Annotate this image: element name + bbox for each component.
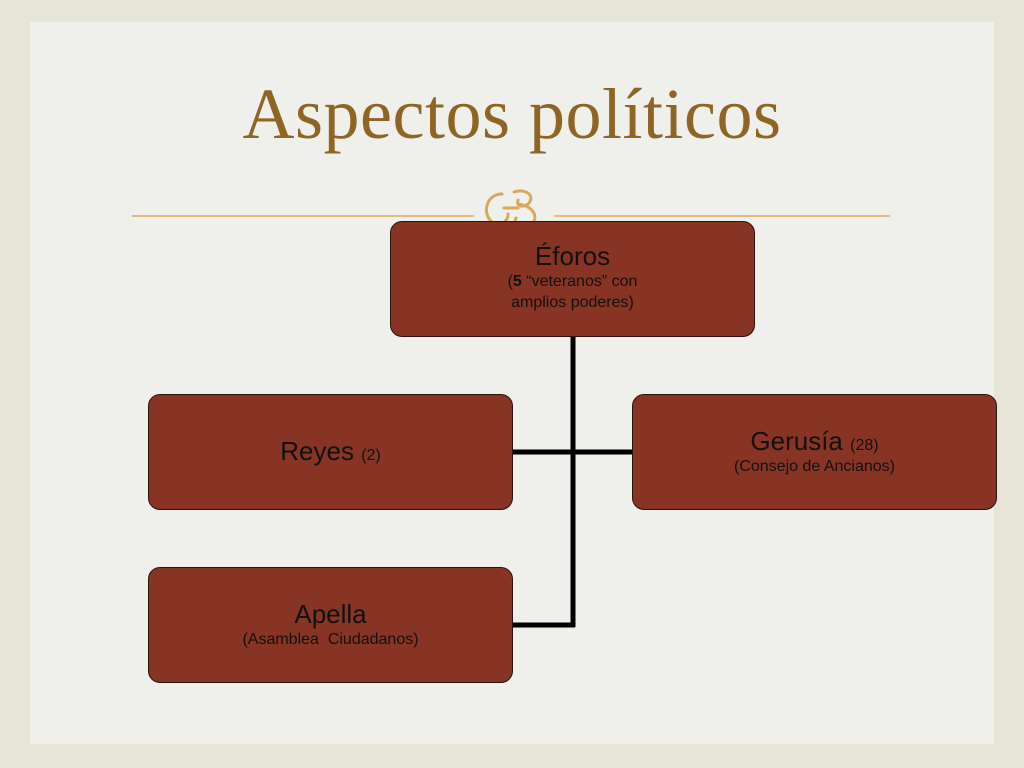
node-eforos-note-text: “veteranos” con: [521, 272, 638, 290]
node-reyes-count: (2): [361, 447, 381, 465]
node-apella: Apella (Asamblea Ciudadanos): [148, 567, 513, 683]
node-gerusia-note: (Consejo de Ancianos): [734, 457, 895, 475]
node-eforos: Éforos (5 “veteranos” con amplios podere…: [390, 221, 755, 337]
node-gerusia-title: Gerusía (28): [750, 426, 879, 457]
node-eforos-note: (5 “veteranos” con: [508, 272, 638, 293]
node-reyes-name: Reyes: [280, 436, 354, 467]
node-reyes: Reyes (2): [148, 394, 513, 510]
node-eforos-note-open: (: [507, 272, 513, 290]
node-apella-note: (Asamblea Ciudadanos): [242, 630, 419, 648]
node-apella-name: Apella: [294, 599, 367, 629]
node-eforos-name: Éforos: [534, 241, 611, 271]
node-gerusia: Gerusía (28) (Consejo de Ancianos): [632, 394, 997, 510]
node-eforos-note-line2: amplios poderes): [511, 293, 634, 311]
page-title: Aspectos políticos: [242, 74, 782, 154]
node-reyes-title: Reyes (2): [280, 436, 381, 467]
node-gerusia-count: (28): [850, 437, 879, 454]
node-gerusia-name: Gerusía: [750, 426, 843, 456]
node-eforos-note-number: 5: [512, 272, 522, 290]
